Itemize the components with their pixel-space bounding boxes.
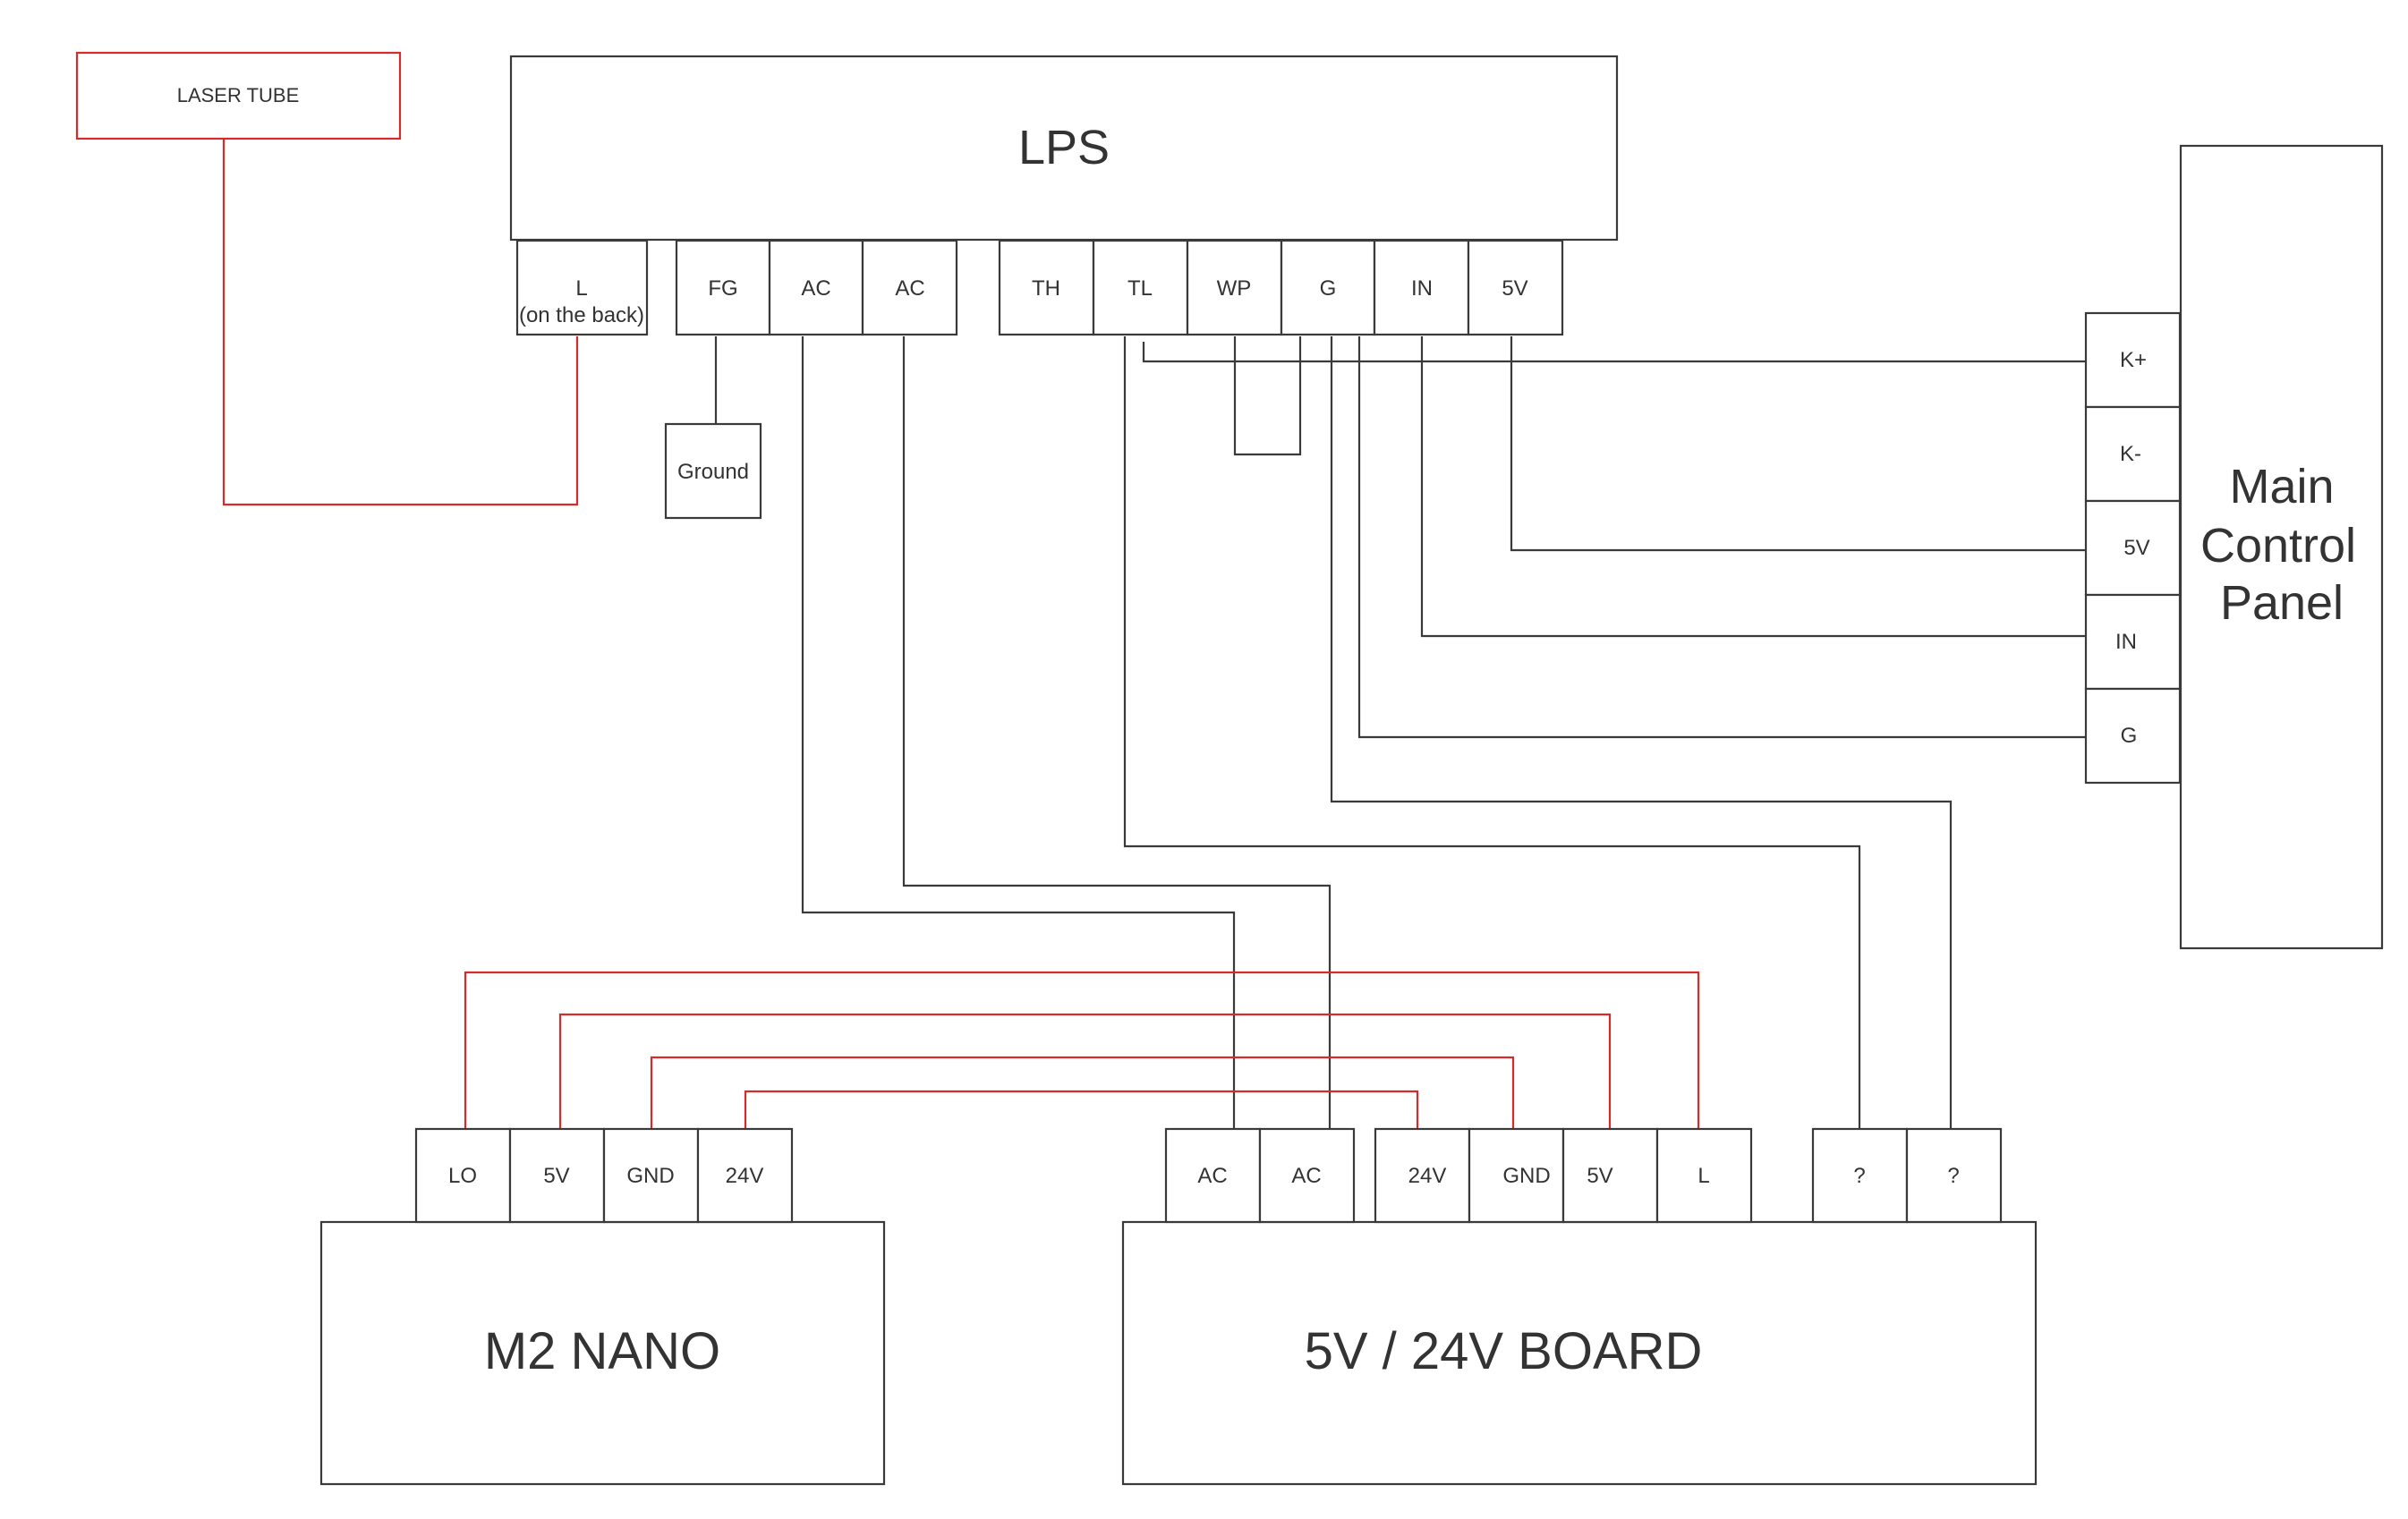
wire-in-panel-in — [1420, 336, 2089, 638]
wire-g-board-q2 — [1330, 336, 1953, 1130]
panel-terminal-g: G — [2084, 687, 2182, 785]
wire-5v-panel-5v — [1510, 336, 2089, 552]
main-control-panel-label-line1: Main — [2229, 460, 2334, 513]
m2-terminal-5v: 5V — [508, 1127, 606, 1224]
m2-nano-label: M2 NANO — [484, 1322, 720, 1380]
ground-block: Ground — [664, 422, 762, 520]
panel-terminal-kplus: K+ — [2084, 311, 2182, 409]
m2-terminal-5v-label: 5V — [543, 1164, 569, 1188]
wire-gnd-board-gnd — [650, 1056, 1515, 1130]
main-control-panel-label-line3: Panel — [2220, 576, 2344, 630]
panel-terminal-kminus-label: K- — [2120, 442, 2141, 466]
lps-terminal-th: TH — [998, 239, 1095, 336]
lps-terminal-g-label: G — [1320, 276, 1337, 301]
panel-terminal-kminus: K- — [2084, 405, 2182, 503]
board-label: 5V / 24V BOARD — [1305, 1322, 1703, 1380]
board-terminal-q2-label: ? — [1947, 1164, 1959, 1188]
panel-terminal-g-label: G — [2121, 724, 2138, 748]
board-terminal-l: L — [1655, 1127, 1753, 1224]
lps-terminal-in-label: IN — [1411, 276, 1433, 301]
wire-tl-kplus — [1142, 342, 2089, 363]
lps-terminal-fg: FG — [675, 239, 771, 336]
laser-tube: LASER TUBE — [75, 51, 402, 140]
m2-terminal-24v-label: 24V — [726, 1164, 764, 1188]
wire-tl-board-q1 — [1123, 336, 1861, 1130]
lps-terminal-th-label: TH — [1032, 276, 1060, 301]
laser-tube-label: LASER TUBE — [177, 84, 300, 106]
wire-5v-board-5v — [558, 1013, 1612, 1130]
lps-terminal-l-label: L — [575, 276, 587, 301]
panel-terminal-in-label: IN — [2115, 630, 2137, 654]
lps-terminal-tl-label: TL — [1127, 276, 1153, 301]
wire-wp-g-loop — [1233, 336, 1302, 456]
panel-terminal-in: IN — [2084, 593, 2182, 691]
main-control-panel-terminals: K+ K- 5V IN G — [2084, 311, 2182, 785]
board-terminal-ac2-label: AC — [1291, 1164, 1321, 1188]
lps-terminal-ac2-label: AC — [895, 276, 924, 301]
board-terminal-ac1: AC — [1164, 1127, 1262, 1224]
wire-ac1-board-ac1 — [801, 336, 1236, 1130]
lps-terminal-ac2: AC — [861, 239, 958, 336]
wire-ac2-board-ac2 — [902, 336, 1332, 1130]
wire-24v-board-24v — [744, 1090, 1419, 1130]
wire-g-panel-g — [1357, 336, 2089, 739]
m2-terminal-24v: 24V — [696, 1127, 794, 1224]
lps-terminal-fg-label: FG — [708, 276, 737, 301]
board-terminals: AC AC 24V GND 5V L ? ? — [1164, 1127, 2003, 1224]
lps-terminal-in: IN — [1373, 239, 1470, 336]
m2-terminal-gnd-label: GND — [626, 1164, 674, 1188]
board-terminal-q1-label: ? — [1853, 1164, 1865, 1188]
lps-terminal-l: L (on the back) — [515, 239, 649, 336]
board-terminal-ac2: AC — [1258, 1127, 1356, 1224]
board-block: 5V / 24V BOARD — [1121, 1220, 2038, 1486]
panel-terminal-kplus-label: K+ — [2120, 348, 2147, 372]
wire-lasertube-l — [222, 139, 579, 506]
wire-lo-board-l — [464, 971, 1700, 1130]
board-terminal-q2: ? — [1905, 1127, 2003, 1224]
m2-nano-block: M2 NANO — [319, 1220, 886, 1486]
lps-terminals: L (on the back) FG AC AC TH TL WP — [515, 239, 1564, 336]
wires — [222, 139, 2089, 1130]
board-terminal-gnd: GND — [1468, 1127, 1565, 1224]
lps-terminal-g: G — [1280, 239, 1376, 336]
panel-terminal-5v-label: 5V — [2123, 536, 2149, 560]
lps-label: LPS — [1018, 121, 1110, 174]
board-terminal-24v: 24V — [1374, 1127, 1471, 1224]
board-terminal-l-label: L — [1698, 1164, 1709, 1188]
panel-terminal-5v: 5V — [2084, 499, 2182, 597]
m2-terminal-gnd: GND — [602, 1127, 700, 1224]
lps-terminal-l-sublabel: (on the back) — [519, 303, 644, 327]
lps-terminal-ac1: AC — [768, 239, 864, 336]
board-terminal-5v-label: 5V — [1587, 1164, 1612, 1188]
lps-terminal-5v: 5V — [1467, 239, 1564, 336]
board-terminal-gnd-label: GND — [1502, 1164, 1550, 1188]
lps-terminal-ac1-label: AC — [801, 276, 830, 301]
lps-terminal-tl: TL — [1092, 239, 1189, 336]
ground-label: Ground — [677, 460, 749, 484]
lps-terminal-5v-label: 5V — [1502, 276, 1527, 301]
board-terminal-ac1-label: AC — [1197, 1164, 1227, 1188]
lps-terminal-wp: WP — [1186, 239, 1283, 336]
m2-terminal-lo: LO — [414, 1127, 512, 1224]
m2-terminal-lo-label: LO — [448, 1164, 477, 1188]
board-terminal-24v-label: 24V — [1408, 1164, 1447, 1188]
lps-block: LPS — [509, 55, 1619, 242]
board-terminal-5v: 5V — [1561, 1127, 1659, 1224]
lps-terminal-wp-label: WP — [1217, 276, 1252, 301]
board-terminal-q1: ? — [1811, 1127, 1909, 1224]
m2-nano-terminals: LO 5V GND 24V — [414, 1127, 794, 1224]
main-control-panel: Main Control Panel — [2179, 144, 2384, 950]
main-control-panel-label-line2: Control — [2200, 519, 2356, 573]
